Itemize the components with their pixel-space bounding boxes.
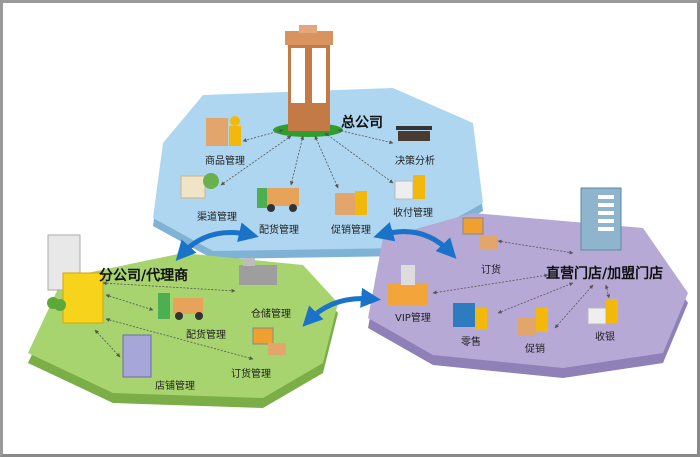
hq-store-arrow	[373, 222, 457, 259]
stores-title: 直营门店/加盟门店	[546, 266, 664, 282]
boxes-person-icon	[206, 116, 241, 146]
diagram-canvas	[28, 25, 688, 408]
hq-module-label: 渠道管理	[197, 212, 237, 223]
store-building-icon	[122, 334, 152, 378]
store-module-label: 促销	[525, 344, 545, 355]
branch-connectors	[94, 281, 254, 360]
hq-title: 总公司	[341, 115, 383, 131]
branch-store-arrow	[302, 287, 381, 327]
hq-branch-arrow	[175, 222, 259, 261]
computer-order-icon	[252, 327, 286, 355]
hq-module-label: 商品管理	[205, 156, 245, 167]
hq-module-label: 促销管理	[331, 225, 371, 236]
warehouse-icon	[239, 258, 277, 285]
newspaper-globe-icon	[180, 173, 219, 199]
office-tower-icon	[273, 25, 343, 137]
store-connectors	[432, 239, 611, 329]
promotion-gift-icon	[518, 308, 548, 336]
store-module-label: 零售	[461, 337, 481, 348]
branch-module-label: 店铺管理	[155, 381, 195, 392]
hq-connectors	[220, 128, 394, 189]
branch-module-label: 仓储管理	[251, 309, 291, 320]
promotion-gift-icon	[335, 191, 367, 215]
sync-arrows	[175, 222, 457, 327]
store-module-label: 收银	[595, 332, 615, 343]
retail-books-icon	[453, 303, 487, 330]
store-module-label: 订货	[481, 265, 501, 276]
computer-order-icon	[462, 217, 498, 249]
branch-title: 分公司/代理商	[99, 268, 189, 284]
vip-file-box-icon	[388, 265, 428, 305]
delivery-truck-icon	[257, 188, 299, 212]
hq-module-label: 收付管理	[393, 208, 433, 219]
hq-module-label: 决策分析	[395, 156, 435, 167]
branch-building-icon	[47, 234, 104, 324]
store-tower-icon	[580, 187, 622, 251]
delivery-truck-icon	[158, 293, 203, 320]
branch-module-label: 配货管理	[186, 330, 226, 341]
hq-module-label: 配货管理	[259, 225, 299, 236]
store-module-label: VIP管理	[395, 313, 431, 324]
cash-register-icon	[394, 175, 425, 200]
branch-module-label: 订货管理	[231, 369, 271, 380]
meeting-table-icon	[396, 126, 432, 141]
